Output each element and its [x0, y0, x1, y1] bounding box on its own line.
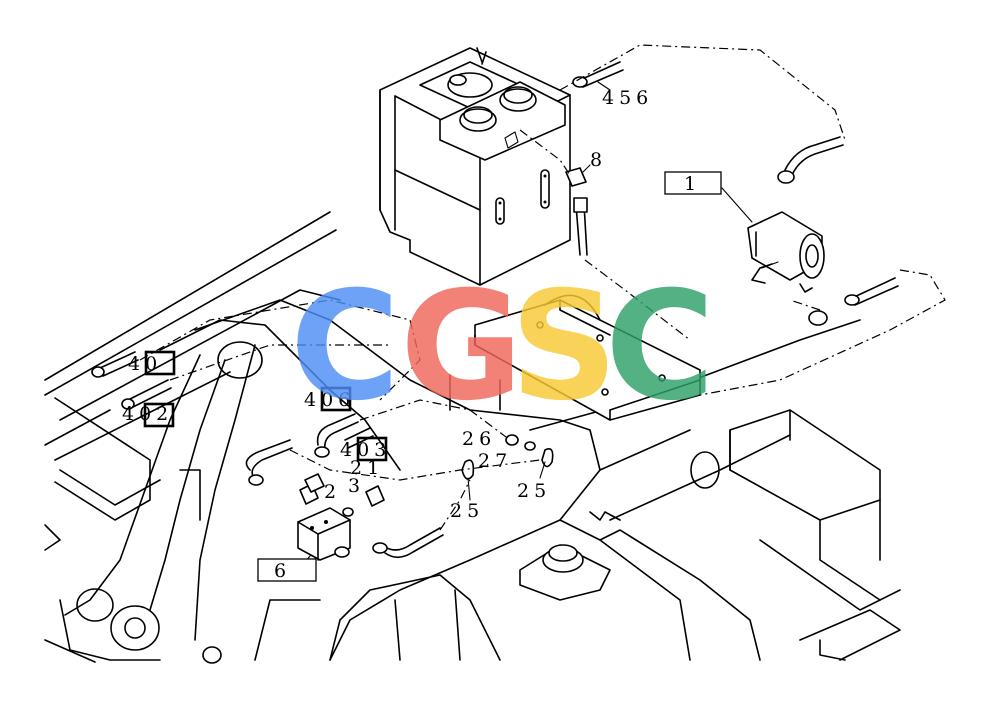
hydraulic-pump	[747, 211, 825, 293]
valve-block	[297, 507, 351, 561]
watermark-letter-4: C	[605, 260, 715, 434]
callout-part-2: 2	[324, 481, 341, 503]
callout-labels: 1 6 8 456 406 403 40 402 26 27 25 25 3 2…	[122, 87, 722, 582]
callout-part-406: 406	[304, 389, 355, 411]
callout-part-1: 1	[684, 173, 701, 195]
hoses	[91, 61, 899, 559]
hydraulic-tank	[379, 47, 571, 286]
routing-lines	[139, 44, 946, 531]
callout-part-8: 8	[590, 149, 607, 171]
callout-part-3: 3	[348, 475, 365, 497]
callout-part-21: 21	[350, 457, 384, 479]
watermark-letter-1: C	[290, 260, 400, 434]
callout-part-40a: 40	[128, 353, 162, 375]
callout-part-25b: 25	[517, 480, 551, 502]
callout-part-26: 26	[462, 428, 496, 450]
watermark-logo: C G S C	[290, 260, 715, 434]
watermark-letter-2: G	[400, 260, 523, 434]
callout-part-6: 6	[274, 560, 291, 582]
watermark-letter-3: S	[510, 260, 618, 434]
callout-part-25a: 25	[450, 500, 484, 522]
callout-part-456: 456	[602, 87, 653, 109]
callout-part-27: 27	[478, 450, 512, 472]
callout-part-402: 402	[122, 403, 173, 425]
callout-part-403: 403	[340, 439, 391, 461]
